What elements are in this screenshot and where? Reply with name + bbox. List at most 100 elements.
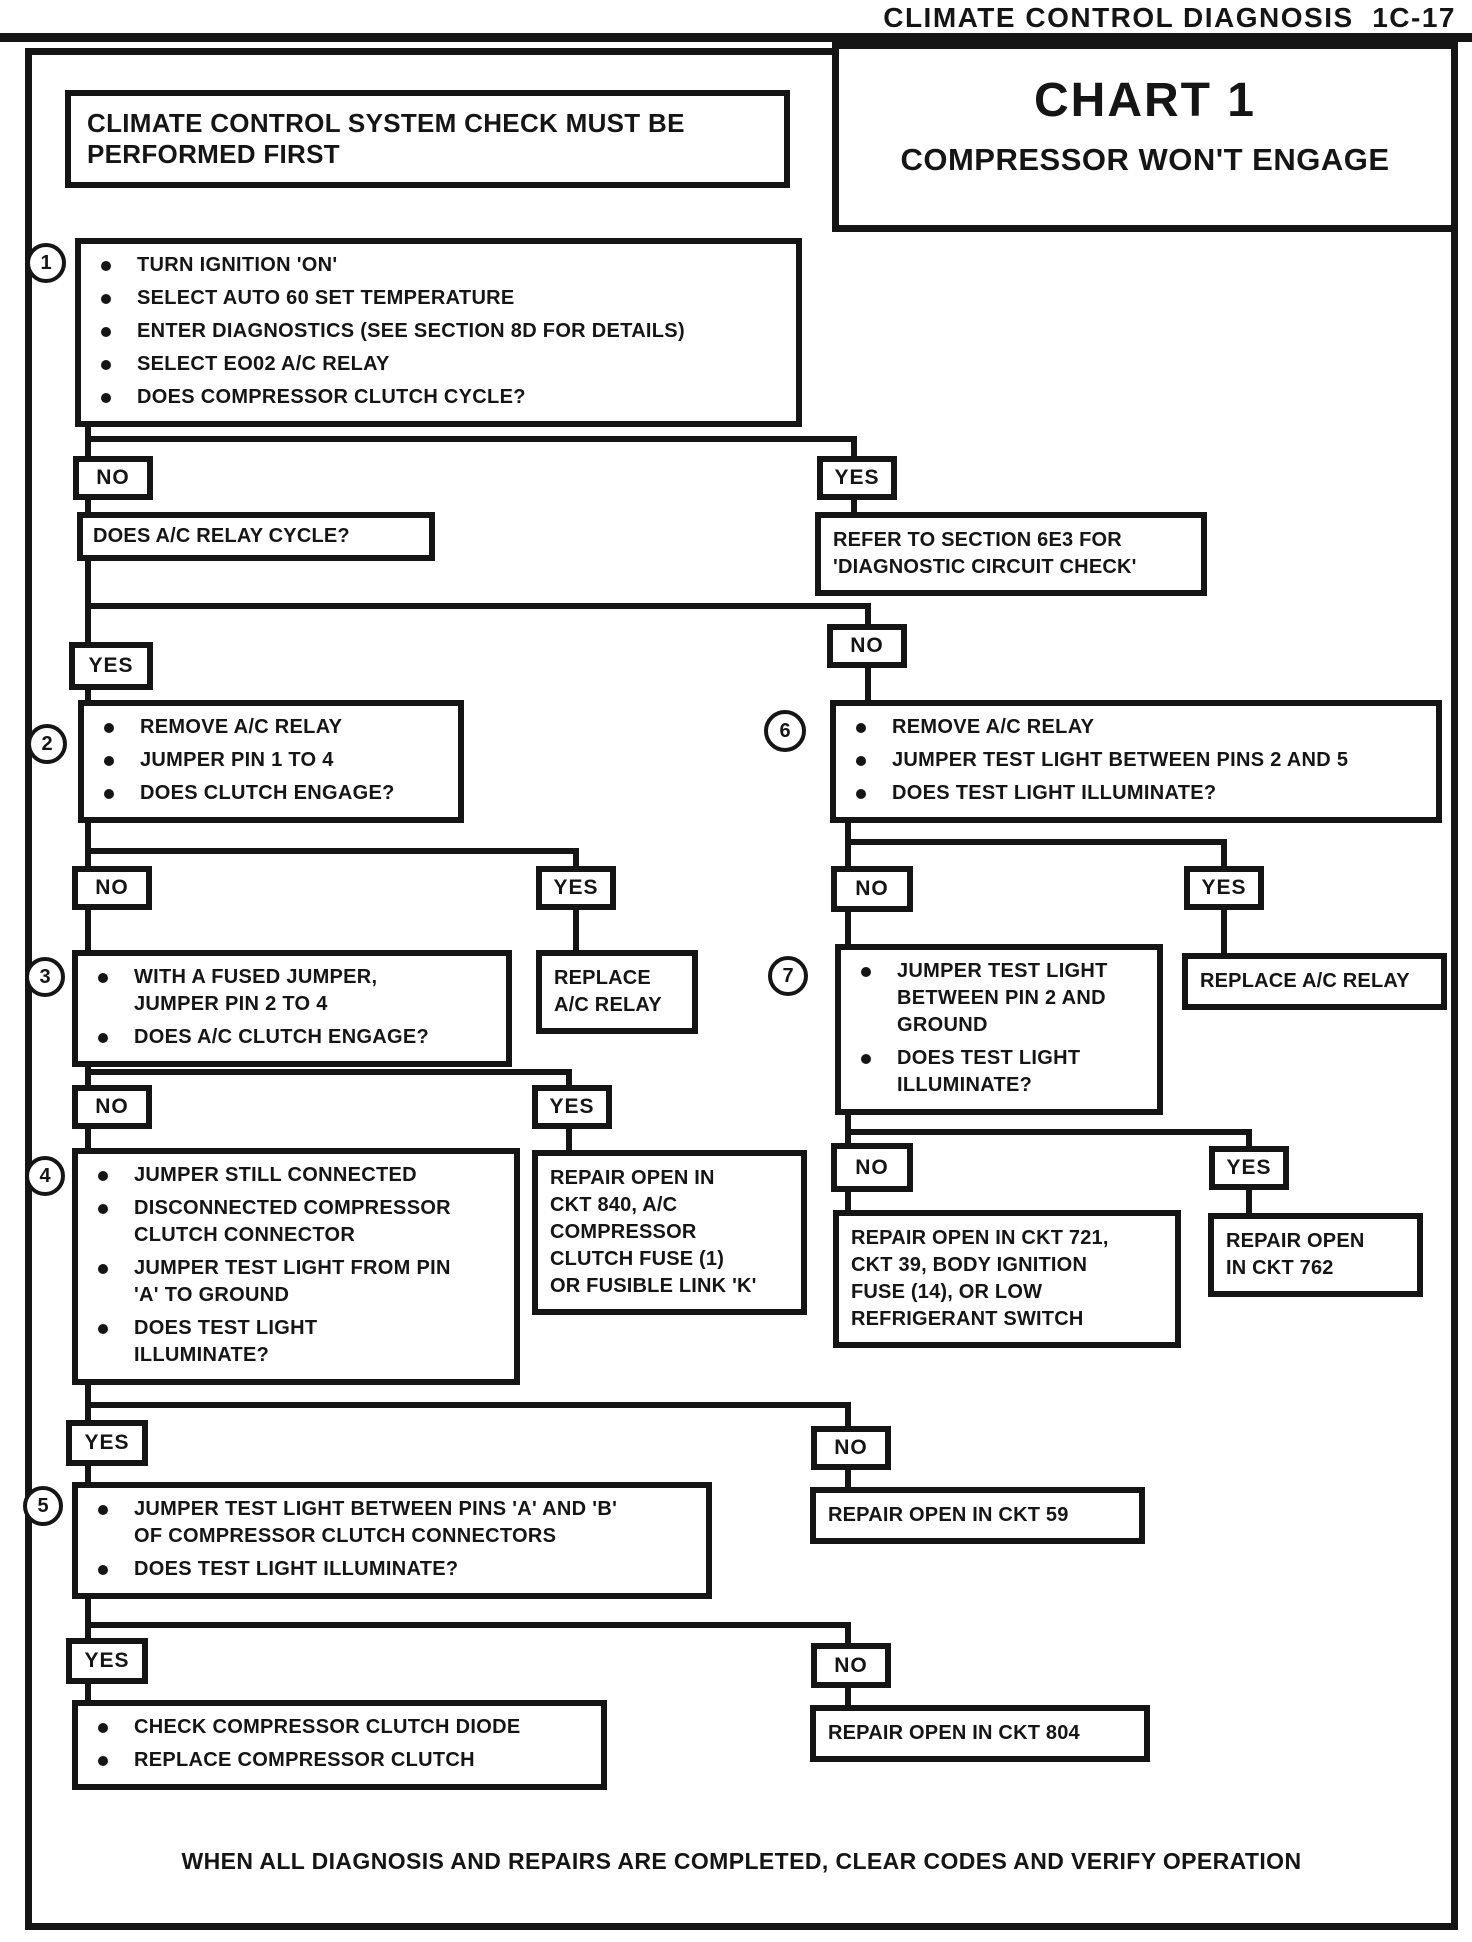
connector-line (85, 820, 91, 850)
step-2-box: REMOVE A/C RELAY JUMPER PIN 1 TO 4 DOES … (78, 700, 464, 823)
step-4-bullet: DOES TEST LIGHT ILLUMINATE? (78, 1315, 508, 1369)
precheck-note-box: CLIMATE CONTROL SYSTEM CHECK MUST BE PER… (65, 90, 790, 188)
step-6-bullet-text: DOES TEST LIGHT ILLUMINATE? (892, 782, 1217, 804)
step-6-bullet: DOES TEST LIGHT ILLUMINATE? (836, 780, 1430, 807)
connector-line (845, 1468, 851, 1487)
step-5-bullet-text: DOES TEST LIGHT ILLUMINATE? (134, 1558, 459, 1580)
bullet-dot-icon (104, 789, 114, 799)
terminal-repair-ckt-840: REPAIR OPEN IN CKT 840, A/C COMPRESSOR C… (532, 1150, 807, 1315)
connector-line (1246, 1135, 1252, 1146)
bullet-dot-icon (101, 294, 111, 304)
terminal-refer-section-6e3: REFER TO SECTION 6E3 FOR 'DIAGNOSTIC CIR… (815, 512, 1207, 596)
step-7-bullet: JUMPER TEST LIGHT BETWEEN PIN 2 AND GROU… (841, 958, 1151, 1039)
connector-line (566, 1127, 572, 1150)
terminal-check-replace-clutch-box: CHECK COMPRESSOR CLUTCH DIODE REPLACE CO… (72, 1700, 607, 1790)
connector-line (845, 1628, 851, 1643)
step-6-box: REMOVE A/C RELAY JUMPER TEST LIGHT BETWE… (830, 700, 1442, 823)
step-2-bullet: DOES CLUTCH ENGAGE? (84, 780, 452, 807)
decision-no-6: NO (811, 1643, 891, 1688)
step-1-bullet: DOES COMPRESSOR CLUTCH CYCLE? (81, 384, 790, 411)
connector-line (85, 1402, 851, 1408)
connector-line (85, 1075, 91, 1085)
step-5-bullet-text: JUMPER TEST LIGHT BETWEEN PINS 'A' AND '… (134, 1498, 618, 1547)
step-2-bullet: REMOVE A/C RELAY (84, 714, 452, 741)
bullet-dot-icon (104, 756, 114, 766)
decision-yes-5: YES (66, 1420, 148, 1466)
step-4-bullet: DISCONNECTED COMPRESSOR CLUTCH CONNECTOR (78, 1195, 508, 1249)
bullet-dot-icon (98, 1565, 108, 1575)
page-title: CLIMATE CONTROL DIAGNOSIS 1C-17 (883, 2, 1456, 33)
connector-line (85, 442, 91, 456)
connector-line (566, 1075, 572, 1085)
step-5-bullet: JUMPER TEST LIGHT BETWEEN PINS 'A' AND '… (78, 1496, 700, 1550)
decision-yes-1: YES (817, 456, 897, 500)
step-3-bullet: DOES A/C CLUTCH ENGAGE? (78, 1024, 500, 1051)
step-2-bullet-text: JUMPER PIN 1 TO 4 (140, 749, 334, 771)
bullet-dot-icon (98, 1324, 108, 1334)
connector-line (865, 666, 871, 700)
step-4-box: JUMPER STILL CONNECTED DISCONNECTED COMP… (72, 1148, 520, 1385)
decision-no-1: NO (73, 456, 153, 500)
connector-line (85, 1682, 91, 1700)
connector-line (85, 500, 91, 512)
bullet-dot-icon (856, 756, 866, 766)
step-2-bullet: JUMPER PIN 1 TO 4 (84, 747, 452, 774)
step-5-number-badge: 5 (23, 1486, 63, 1526)
step-5-bullet: DOES TEST LIGHT ILLUMINATE? (78, 1556, 700, 1583)
question-relay-cycle: DOES A/C RELAY CYCLE? (77, 512, 435, 561)
decision-no-2: NO (827, 624, 907, 668)
step-1-bullet: SELECT AUTO 60 SET TEMPERATURE (81, 285, 790, 312)
bullet-dot-icon (98, 1723, 108, 1733)
final-fix-bullet-text: REPLACE COMPRESSOR CLUTCH (134, 1749, 475, 1771)
connector-line (851, 442, 857, 456)
connector-line (85, 556, 91, 603)
step-6-number-badge: 6 (764, 710, 806, 752)
connector-line (845, 1190, 851, 1210)
step-3-number-badge: 3 (25, 957, 65, 997)
step-7-box: JUMPER TEST LIGHT BETWEEN PIN 2 AND GROU… (835, 944, 1163, 1115)
connector-line (85, 908, 91, 950)
decision-no-3: NO (72, 866, 152, 910)
step-7-bullet-text: DOES TEST LIGHT ILLUMINATE? (897, 1047, 1081, 1096)
step-6-bullet: REMOVE A/C RELAY (836, 714, 1430, 741)
terminal-replace-ac-relay-right: REPLACE A/C RELAY (1182, 953, 1447, 1010)
step-1-bullet: ENTER DIAGNOSTICS (SEE SECTION 8D FOR DE… (81, 318, 790, 345)
step-5-box: JUMPER TEST LIGHT BETWEEN PINS 'A' AND '… (72, 1482, 712, 1599)
step-7-number-badge: 7 (768, 956, 808, 996)
connector-line (85, 1069, 572, 1075)
connector-line (1221, 845, 1227, 866)
connector-line (851, 500, 857, 512)
step-4-number-badge: 4 (25, 1156, 65, 1196)
connector-line (85, 854, 91, 866)
bullet-dot-icon (101, 393, 111, 403)
chart-title: CHART 1 (1033, 74, 1256, 127)
connector-line (85, 1382, 91, 1404)
connector-line (85, 688, 91, 700)
terminal-replace-ac-relay-left: REPLACE A/C RELAY (536, 950, 698, 1034)
decision-yes-2: YES (69, 642, 153, 690)
chart-subtitle: COMPRESSOR WON'T ENGAGE (900, 142, 1390, 177)
terminal-repair-ckt-804: REPAIR OPEN IN CKT 804 (810, 1705, 1150, 1762)
step-4-bullet-text: DISCONNECTED COMPRESSOR CLUTCH CONNECTOR (134, 1197, 451, 1246)
connector-line (865, 609, 871, 624)
connector-line (845, 1135, 851, 1143)
step-1-bullet-text: DOES COMPRESSOR CLUTCH CYCLE? (137, 386, 526, 408)
connector-line (845, 1129, 1252, 1135)
step-1-bullet-text: TURN IGNITION 'ON' (137, 254, 338, 276)
bullet-dot-icon (98, 1033, 108, 1043)
step-1-bullet: TURN IGNITION 'ON' (81, 252, 790, 279)
final-fix-bullet: CHECK COMPRESSOR CLUTCH DIODE (78, 1714, 595, 1741)
decision-no-7: NO (831, 866, 913, 912)
bullet-dot-icon (98, 1204, 108, 1214)
connector-line (85, 848, 579, 854)
connector-line (1221, 908, 1227, 953)
step-7-bullet-text: JUMPER TEST LIGHT BETWEEN PIN 2 AND GROU… (897, 960, 1108, 1036)
connector-line (845, 1408, 851, 1426)
decision-yes-4: YES (532, 1085, 612, 1129)
decision-yes-6: YES (66, 1638, 148, 1684)
step-4-bullet: JUMPER TEST LIGHT FROM PIN 'A' TO GROUND (78, 1255, 508, 1309)
step-2-bullet-text: DOES CLUTCH ENGAGE? (140, 782, 395, 804)
header-rule (0, 33, 1472, 42)
step-6-bullet-text: JUMPER TEST LIGHT BETWEEN PINS 2 AND 5 (892, 749, 1349, 771)
